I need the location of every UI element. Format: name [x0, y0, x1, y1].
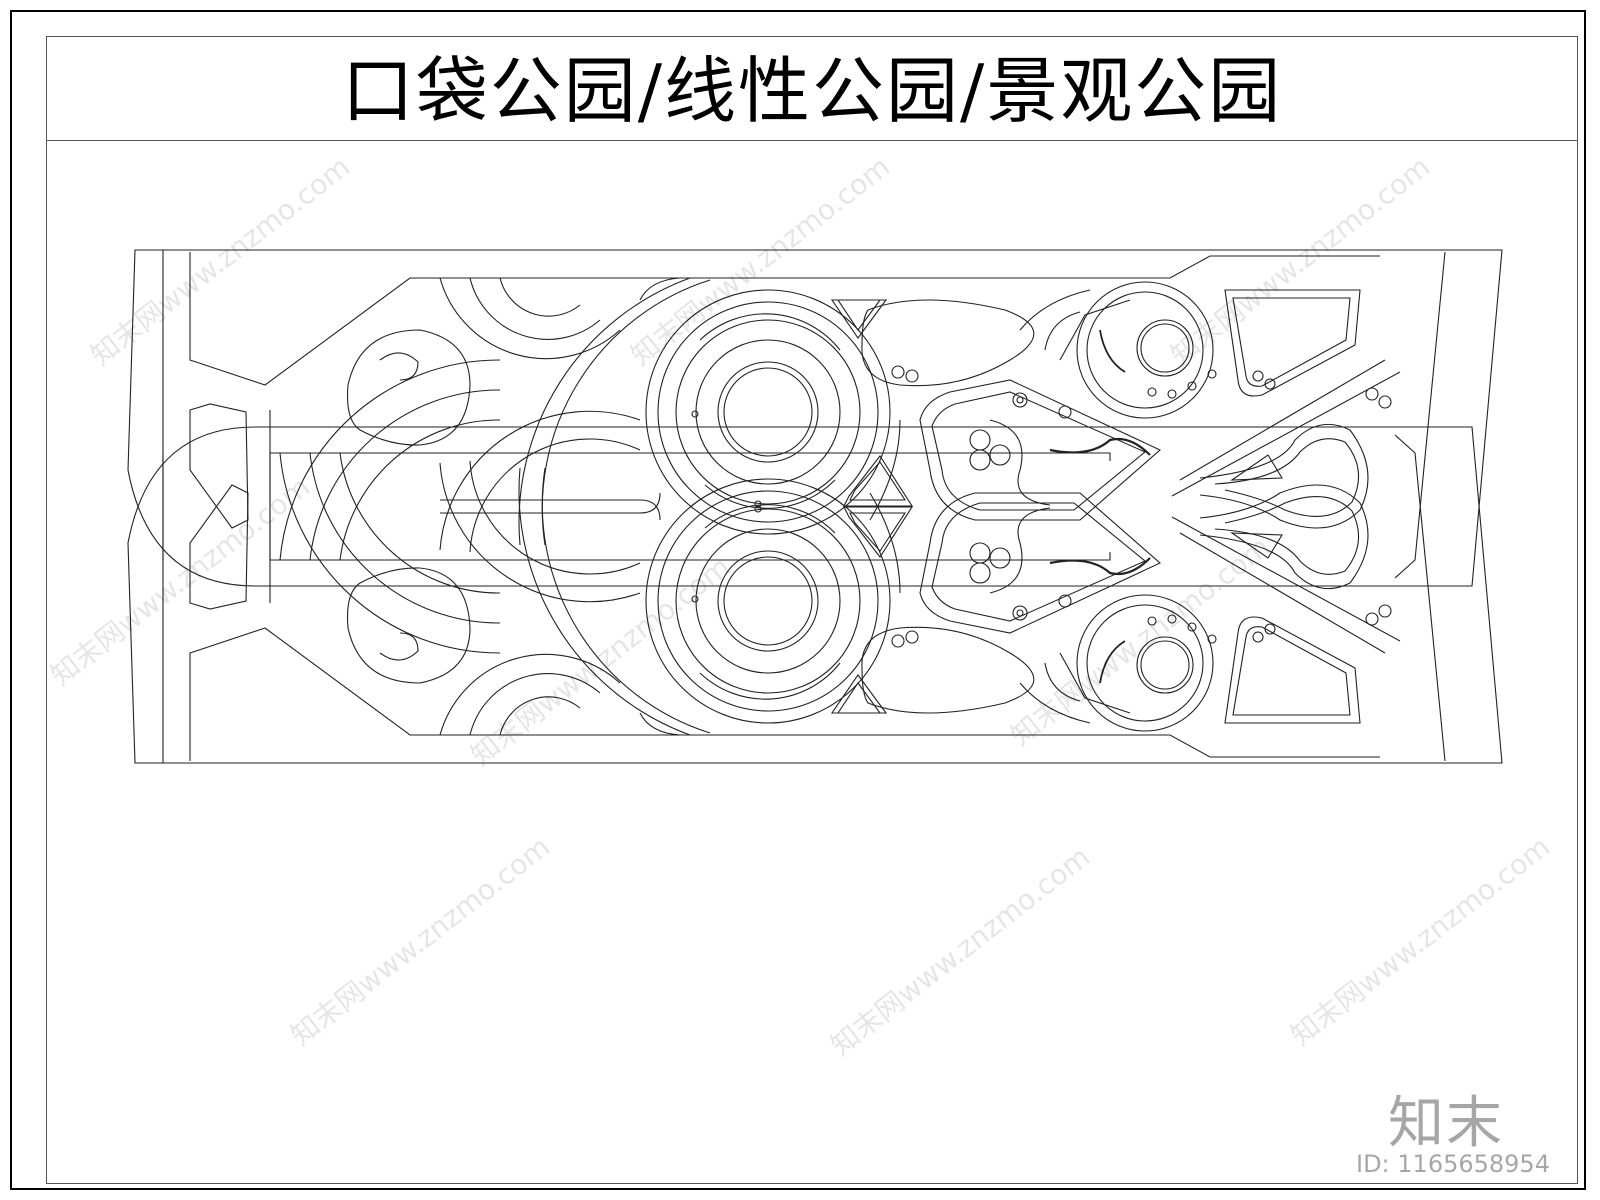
- watermark-logo: 知末: [1388, 1091, 1504, 1156]
- plan-bottom: [126, 425, 1504, 765]
- plan-top: [126, 248, 1504, 588]
- title-band: 口袋公园/线性公园/景观公园: [47, 37, 1577, 141]
- drawing-title: 口袋公园/线性公园/景观公园: [341, 49, 1283, 133]
- drawing-frame: 口袋公园/线性公园/景观公园: [10, 10, 1586, 1190]
- drawing-inner-border: 口袋公园/线性公园/景观公园: [46, 36, 1578, 1184]
- watermark-id: ID: 1165658954: [1356, 1150, 1550, 1178]
